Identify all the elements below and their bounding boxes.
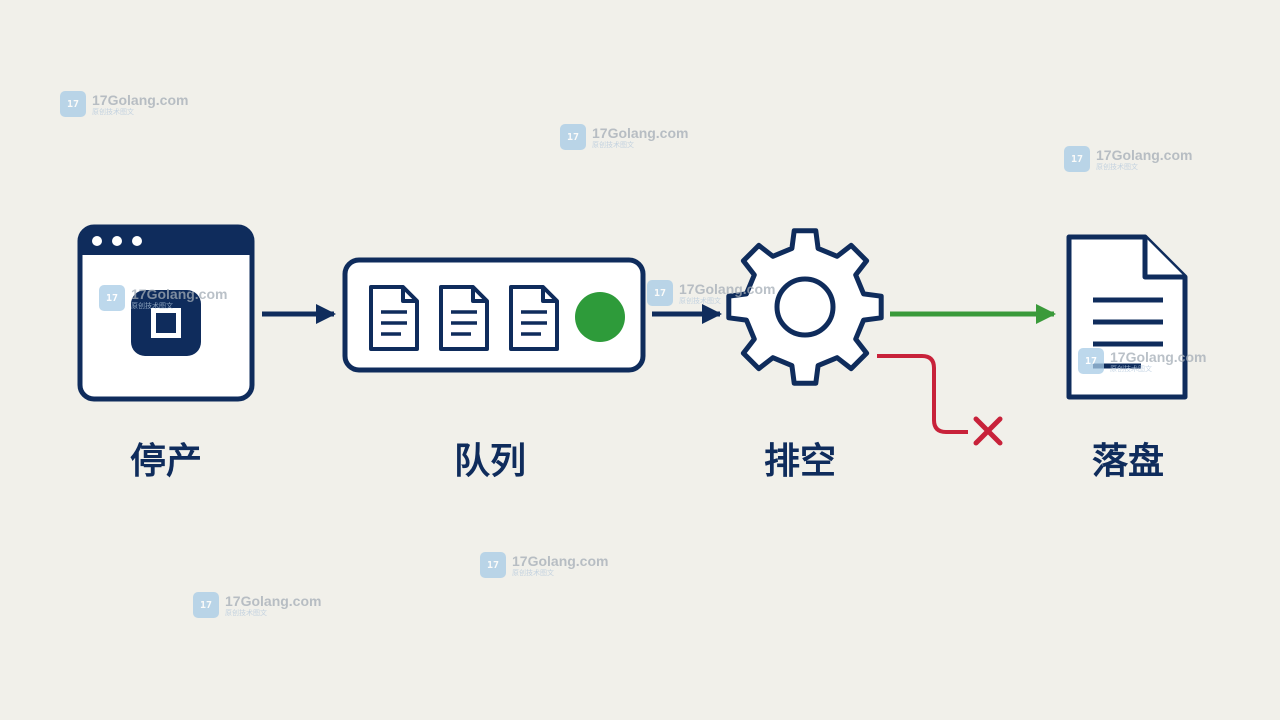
watermark-logo-icon: 17	[99, 285, 125, 311]
queue-status-dot	[575, 292, 625, 342]
document-queue-icon	[342, 257, 646, 373]
queue-document-icon	[509, 285, 559, 351]
watermark-site: 17Golang.com	[1096, 146, 1193, 163]
queue-document-icon	[439, 285, 489, 351]
watermark-subtitle: 原创技术图文	[679, 296, 721, 305]
watermark-subtitle: 原创技术图文	[1110, 364, 1152, 373]
watermark-site: 17Golang.com	[1110, 348, 1207, 365]
watermark-logo-icon: 17	[1064, 146, 1090, 172]
watermark-site: 17Golang.com	[131, 285, 228, 302]
cross-icon	[973, 416, 1003, 446]
gear-icon	[726, 228, 884, 386]
stage-label-stop: 停产	[129, 441, 202, 482]
watermark-site: 17Golang.com	[225, 592, 322, 609]
failure-path	[877, 354, 968, 434]
watermark-subtitle: 原创技术图文	[592, 140, 634, 149]
watermark-subtitle: 原创技术图文	[225, 608, 267, 617]
watermark-site: 17Golang.com	[512, 552, 609, 569]
watermark-logo-icon: 17	[480, 552, 506, 578]
watermark-subtitle: 原创技术图文	[131, 301, 173, 310]
queue-document-icon	[369, 285, 419, 351]
stage-label-queue: 队列	[453, 441, 526, 482]
watermark-site: 17Golang.com	[592, 124, 689, 141]
stage-label-persist: 落盘	[1091, 441, 1164, 482]
watermark-subtitle: 原创技术图文	[512, 568, 554, 577]
watermark-logo-icon: 17	[1078, 348, 1104, 374]
stage-label-drain: 排空	[763, 441, 836, 482]
watermark-subtitle: 原创技术图文	[92, 107, 134, 116]
app-window-stop-icon	[77, 224, 255, 402]
watermark-logo-icon: 17	[560, 124, 586, 150]
watermark-logo-icon: 17	[647, 280, 673, 306]
watermark-logo-icon: 17	[193, 592, 219, 618]
watermark-site: 17Golang.com	[679, 280, 776, 297]
watermark-subtitle: 原创技术图文	[1096, 162, 1138, 171]
watermark-logo-icon: 17	[60, 91, 86, 117]
watermark-site: 17Golang.com	[92, 91, 189, 108]
